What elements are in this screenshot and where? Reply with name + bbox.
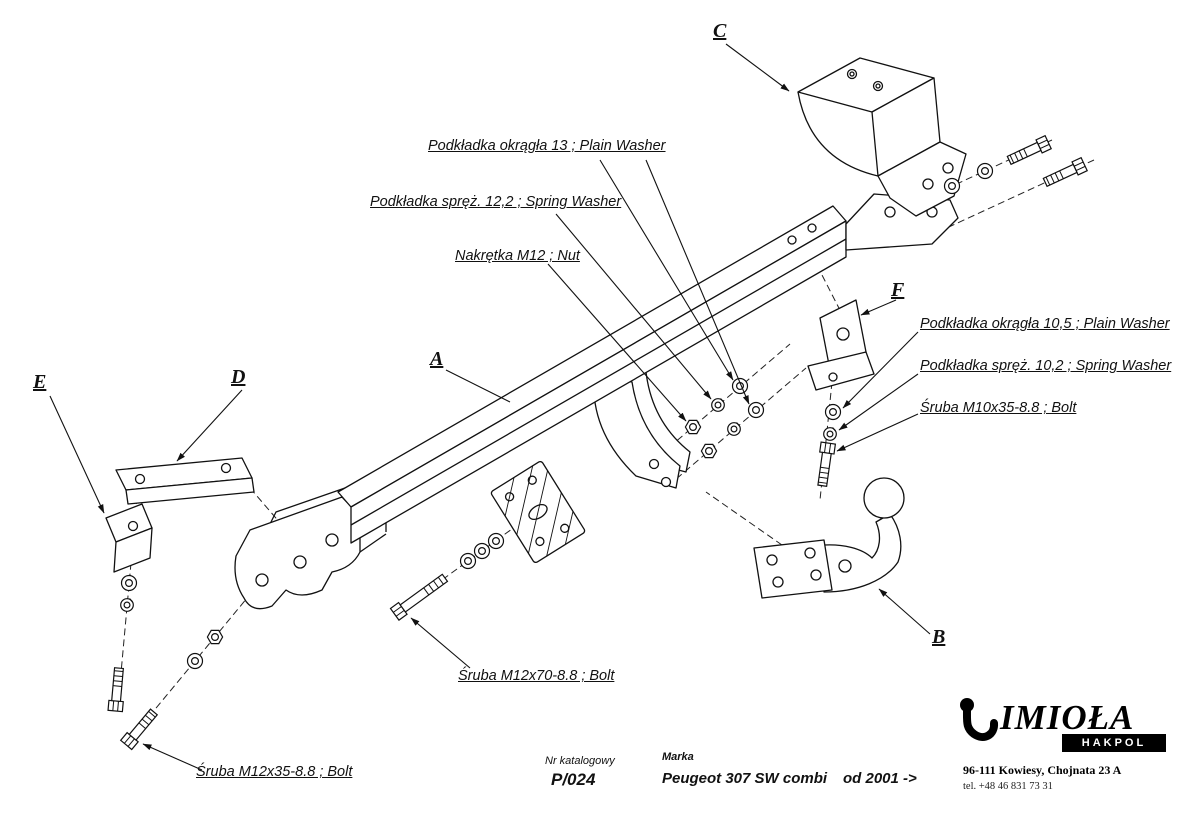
callout-spring-washer-102: Podkładka spręż. 10,2 ; Spring Washer: [920, 358, 1172, 374]
year-range: od 2001 ->: [843, 770, 917, 787]
callout-plain-washer-105: Podkładka okrągła 10,5 ; Plain Washer: [920, 316, 1170, 332]
manufacturer-phone: tel. +48 46 831 73 31: [963, 781, 1053, 792]
part-label-b: B: [932, 626, 946, 648]
logo-hakpol: HAKPOL: [1062, 734, 1166, 752]
callout-spring-washer-12: Podkładka spręż. 12,2 ; Spring Washer: [370, 194, 622, 210]
logo-imiola: IMIOŁA: [1000, 698, 1135, 737]
part-label-f: F: [891, 279, 905, 301]
part-label-d: D: [231, 366, 246, 388]
catalog-number-value: P/024: [551, 770, 596, 789]
gusset-plates: [593, 365, 691, 489]
catalog-number-label: Nr katalogowy: [545, 755, 615, 767]
part-label-e: E: [33, 371, 47, 393]
callout-bolt-m12x70: Śruba M12x70-8.8 ; Bolt: [458, 668, 615, 684]
callout-plain-washer-13: Podkładka okrągła 13 ; Plain Washer: [428, 138, 666, 154]
leader-lines: [49, 43, 931, 771]
manufacturer-address: 96-111 Kowiesy, Chojnata 23 A: [963, 763, 1122, 777]
bracket-d: [115, 457, 255, 505]
callout-bolt-m12x35: Śruba M12x35-8.8 ; Bolt: [196, 764, 353, 780]
tow-ball: [753, 477, 905, 599]
callout-nut-m12: Nakrętka M12 ; Nut: [455, 248, 580, 264]
main-beam: [337, 205, 847, 544]
part-label-c: C: [713, 20, 727, 42]
bracket-e: [105, 503, 153, 573]
tow-hook-icon: [960, 698, 998, 741]
callout-bolt-m10x35: Śruba M10x35-8.8 ; Bolt: [920, 400, 1077, 416]
brand-label: Marka: [662, 751, 694, 763]
bracket-f: [807, 299, 875, 391]
brand-value: Peugeot 307 SW combi: [662, 770, 828, 787]
axis-lines: [117, 139, 1095, 743]
hatched-plate: [490, 460, 586, 564]
bracket-c: [797, 57, 967, 217]
part-label-a: A: [430, 348, 444, 370]
